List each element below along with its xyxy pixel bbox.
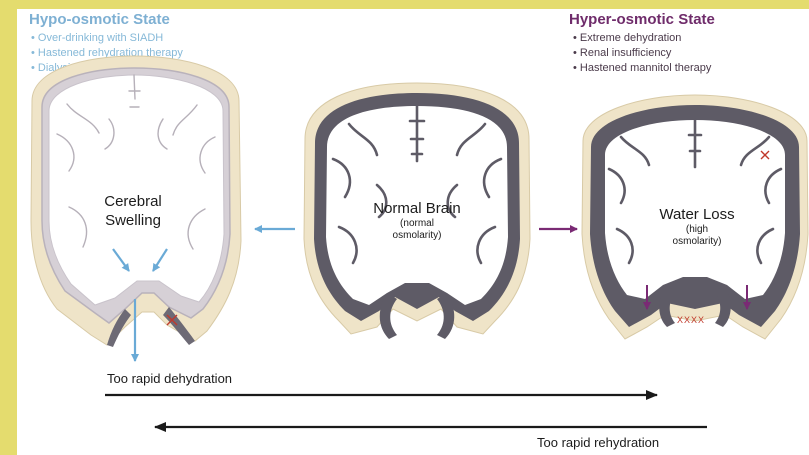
normal-osmolarity-line: (normal [347,218,487,230]
rehydration-label: Too rapid rehydration [537,435,659,450]
high-osmolarity-line: (high [627,224,767,236]
dehydration-label: Too rapid dehydration [107,371,232,386]
water-loss-label: Water Loss (high osmolarity) [627,205,767,248]
normal-brain-title: Normal Brain [347,199,487,218]
swollen-label-line: Cerebral [83,192,183,211]
swollen-label-line: Swelling [83,211,183,230]
high-osmolarity-line: osmolarity) [627,236,767,248]
figure-panel: Hypo-osmotic State Over-drinking with SI… [17,9,809,455]
cerebral-swelling-label: Cerebral Swelling [83,192,183,230]
vessel-tear-mark: XXXX [677,315,705,325]
normal-brain-label: Normal Brain (normal osmolarity) [347,199,487,242]
water-loss-title: Water Loss [627,205,767,224]
normal-osmolarity-line: osmolarity) [347,230,487,242]
